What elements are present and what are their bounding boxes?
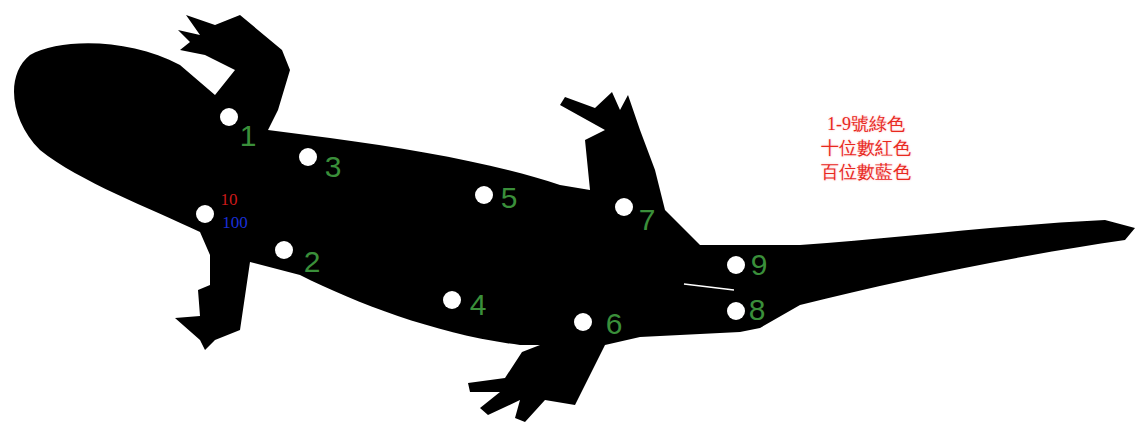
marker-dot [299, 148, 317, 166]
callout-number: 100 [222, 214, 248, 231]
callout-number: 7 [639, 205, 656, 235]
callout-number: 9 [751, 250, 768, 280]
callout-number: 10 [221, 191, 238, 208]
marker-dots [196, 108, 745, 331]
callout-number: 4 [470, 290, 487, 320]
marker-dot [443, 291, 461, 309]
color-note: 1-9號綠色 [827, 115, 905, 133]
callout-number: 3 [325, 152, 342, 182]
marker-dot [574, 313, 592, 331]
callout-number: 5 [501, 183, 518, 213]
callout-number: 6 [606, 309, 623, 339]
marker-dot [475, 186, 493, 204]
marker-dot [275, 241, 293, 259]
callout-number: 1 [240, 121, 257, 151]
marker-dot [727, 256, 745, 274]
callout-number: 8 [749, 295, 766, 325]
marker-dot [220, 108, 238, 126]
color-note: 百位數藍色 [821, 163, 911, 181]
lizard-silhouette [14, 15, 1135, 422]
callout-number: 2 [304, 247, 321, 277]
marker-dot [196, 205, 214, 223]
marker-dot [615, 198, 633, 216]
scale-line [684, 284, 734, 290]
marker-dot [727, 302, 745, 320]
color-note: 十位數紅色 [821, 139, 911, 157]
